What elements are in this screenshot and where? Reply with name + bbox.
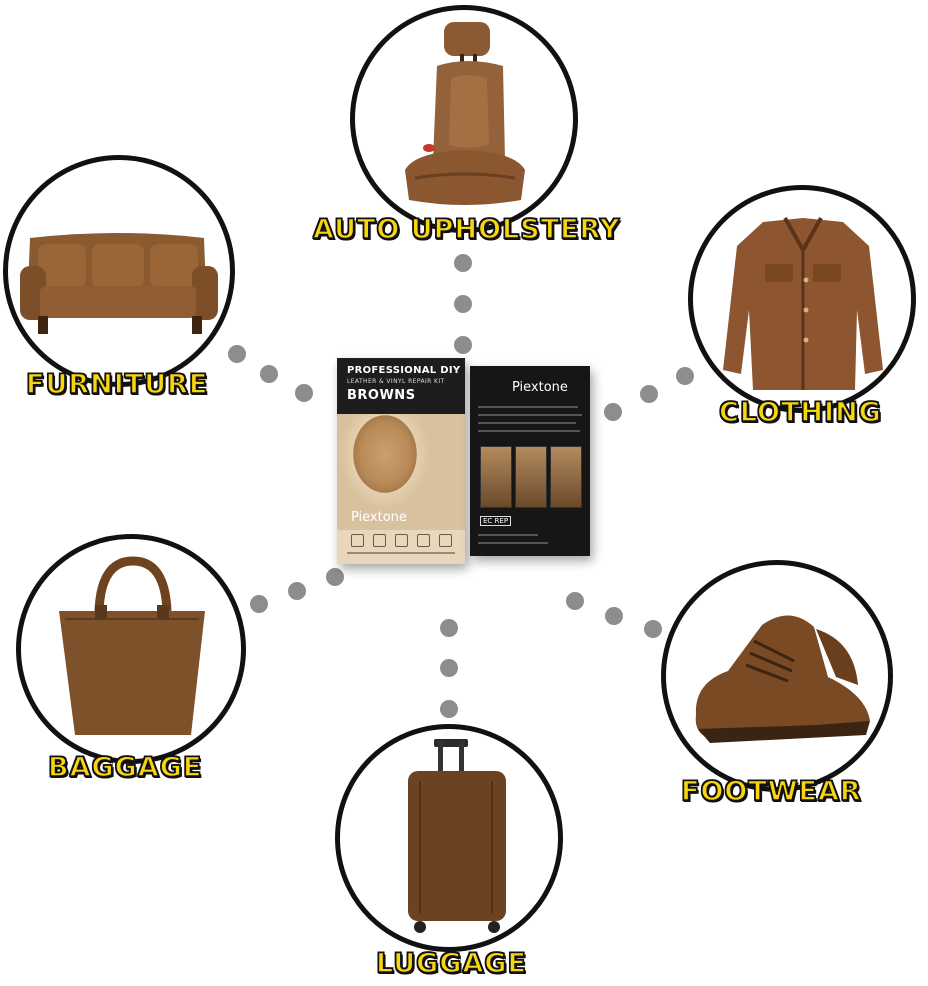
suitcase-icon <box>408 739 506 933</box>
car-seat-icon <box>405 22 525 205</box>
connector-dot <box>250 595 268 613</box>
clothing-circle <box>688 185 916 413</box>
sofa-icon <box>20 233 218 334</box>
connector-dot <box>605 607 623 625</box>
furniture-circle <box>3 155 235 387</box>
usage-photo <box>515 446 547 508</box>
connector-dot <box>440 619 458 637</box>
product-box-color: BROWNS <box>347 388 416 403</box>
connector-dot <box>288 582 306 600</box>
ec-rep-mark: EC REP <box>480 516 512 526</box>
connector-dot <box>566 592 584 610</box>
product-box-front: PROFESSIONAL DIY LEATHER & VINYL REPAIR … <box>337 358 465 564</box>
product-brand: Piextone <box>351 510 407 525</box>
leather-jacket-icon <box>723 217 883 390</box>
fine-print-line <box>478 414 582 416</box>
fine-print-line <box>478 534 538 536</box>
connector-dot <box>676 367 694 385</box>
fine-print-line <box>478 542 548 544</box>
auto-upholstery-circle <box>350 5 578 233</box>
connector-dot <box>260 365 278 383</box>
fine-print-line <box>347 552 455 554</box>
feature-icon <box>439 534 452 547</box>
auto-upholstery-label: AUTO UPHOLSTERY <box>312 213 621 246</box>
connector-dot <box>454 254 472 272</box>
product-back-brand: Piextone <box>512 380 568 395</box>
connector-dot <box>228 345 246 363</box>
shoe-icon <box>695 615 870 743</box>
footwear-label: FOOTWEAR <box>680 775 862 808</box>
handbag-icon <box>59 556 205 735</box>
fine-print-line <box>478 422 576 424</box>
connector-dot <box>640 385 658 403</box>
product-photo <box>337 414 465 540</box>
luggage-circle <box>335 724 563 952</box>
fine-print-line <box>478 430 580 432</box>
clothing-label: CLOTHING <box>718 396 882 429</box>
connector-dot <box>454 336 472 354</box>
connector-dot <box>644 620 662 638</box>
footwear-circle <box>661 560 893 792</box>
furniture-label: FURNITURE <box>25 368 209 401</box>
luggage-label: LUGGAGE <box>375 947 527 980</box>
connector-dot <box>604 403 622 421</box>
feature-icon <box>395 534 408 547</box>
usage-photo <box>550 446 582 508</box>
product-feature-strip <box>337 530 465 564</box>
fine-print-line <box>478 406 578 408</box>
baggage-circle <box>16 534 246 764</box>
product-box-back: Piextone EC REP <box>470 366 590 556</box>
feature-icon <box>373 534 386 547</box>
connector-dot <box>326 568 344 586</box>
connector-dot <box>440 700 458 718</box>
feature-icon <box>417 534 430 547</box>
baggage-label: BAGGAGE <box>47 751 203 784</box>
product-box-subtitle: LEATHER & VINYL REPAIR KIT <box>347 378 445 385</box>
usage-photo <box>480 446 512 508</box>
connector-dot <box>454 295 472 313</box>
feature-icon <box>351 534 364 547</box>
connector-dot <box>295 384 313 402</box>
product-box-title: PROFESSIONAL DIY <box>347 365 461 376</box>
connector-dot <box>440 659 458 677</box>
